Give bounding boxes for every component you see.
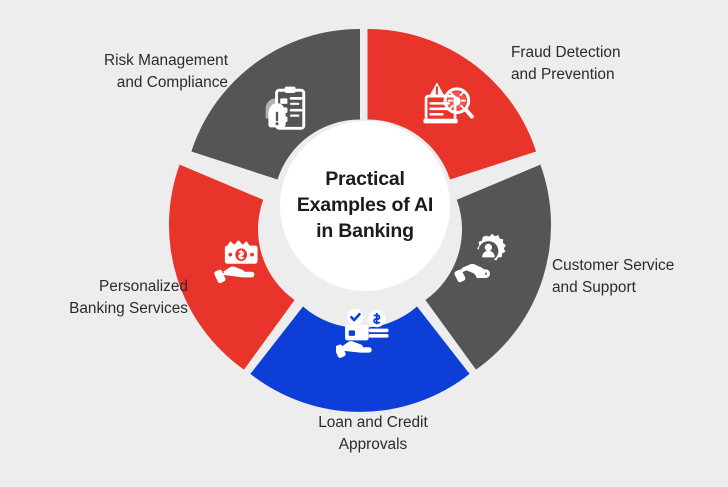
- label-fraud-detection: Fraud Detection and Prevention: [511, 44, 621, 83]
- label-customer-service: Customer Service and Support: [552, 257, 675, 296]
- hand-banknote-icon: [214, 232, 272, 290]
- clipboard-checklist-alert-icon: [253, 83, 311, 141]
- segment-customer-service[interactable]: [425, 164, 552, 370]
- segment-loan-credit[interactable]: [250, 306, 470, 412]
- label-loan-credit: Loan and Credit Approvals: [318, 414, 428, 453]
- segment-fraud-detection[interactable]: [367, 28, 537, 180]
- label-personalized-banking: Personalized Banking Services: [69, 278, 188, 317]
- document-magnifier-bug-icon: [417, 78, 475, 136]
- hand-gear-person-icon: [454, 232, 512, 290]
- page-title: Practical Examples of AI in Banking: [296, 168, 434, 242]
- center-hub: Practical Examples of AI in Banking: [280, 121, 450, 291]
- hand-money-approval-icon: [336, 305, 394, 363]
- label-risk-management: Risk Management and Compliance: [103, 52, 228, 91]
